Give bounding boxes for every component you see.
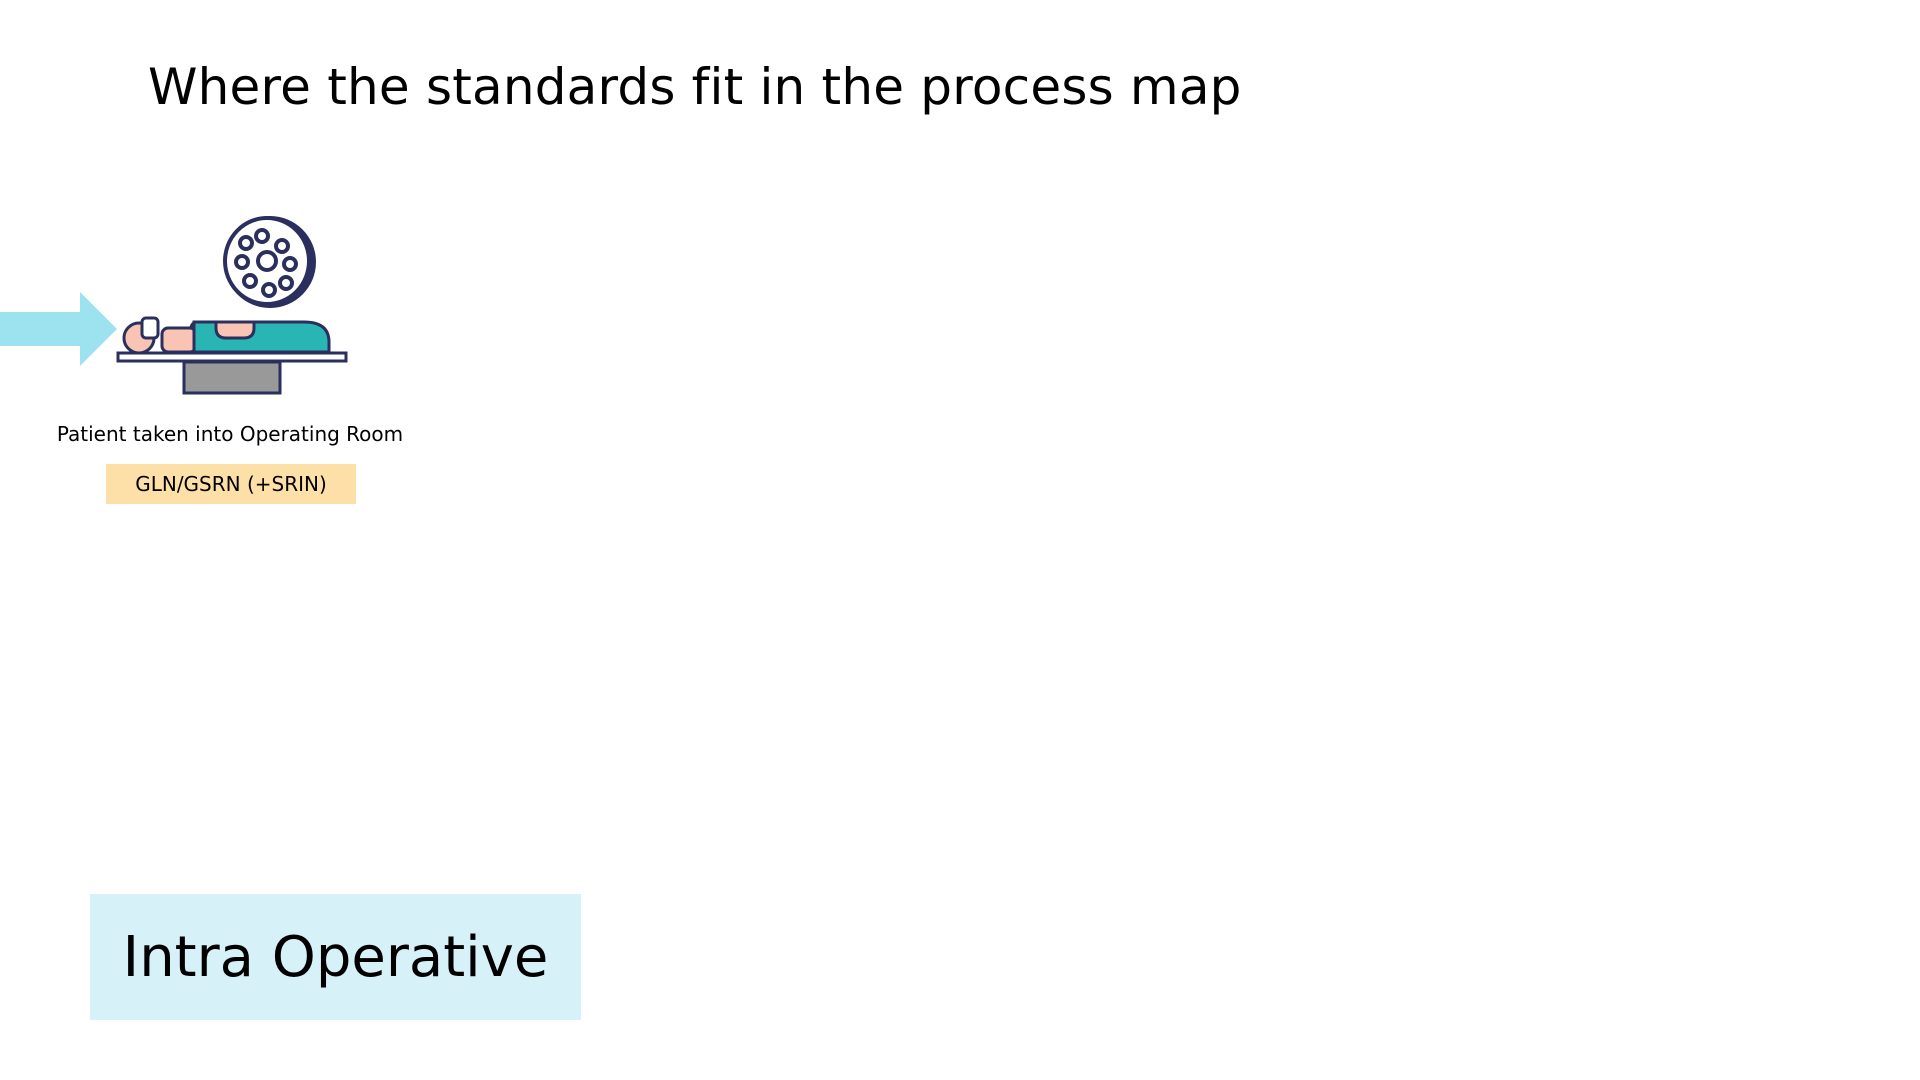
flow-arrow [0,292,117,366]
standard-tag-label: GLN/GSRN (+SRIN) [135,472,327,496]
surgical-lamp-icon [223,216,316,308]
operating-table-icon [116,351,348,395]
patient-icon [122,316,331,355]
phase-box: Intra Operative [90,894,581,1020]
step-label: Patient taken into Operating Room [56,422,404,446]
phase-label: Intra Operative [122,924,549,990]
operating-room-icon [116,216,348,395]
standard-tag: GLN/GSRN (+SRIN) [106,464,356,504]
slide-title: Where the standards fit in the process m… [148,58,1242,116]
